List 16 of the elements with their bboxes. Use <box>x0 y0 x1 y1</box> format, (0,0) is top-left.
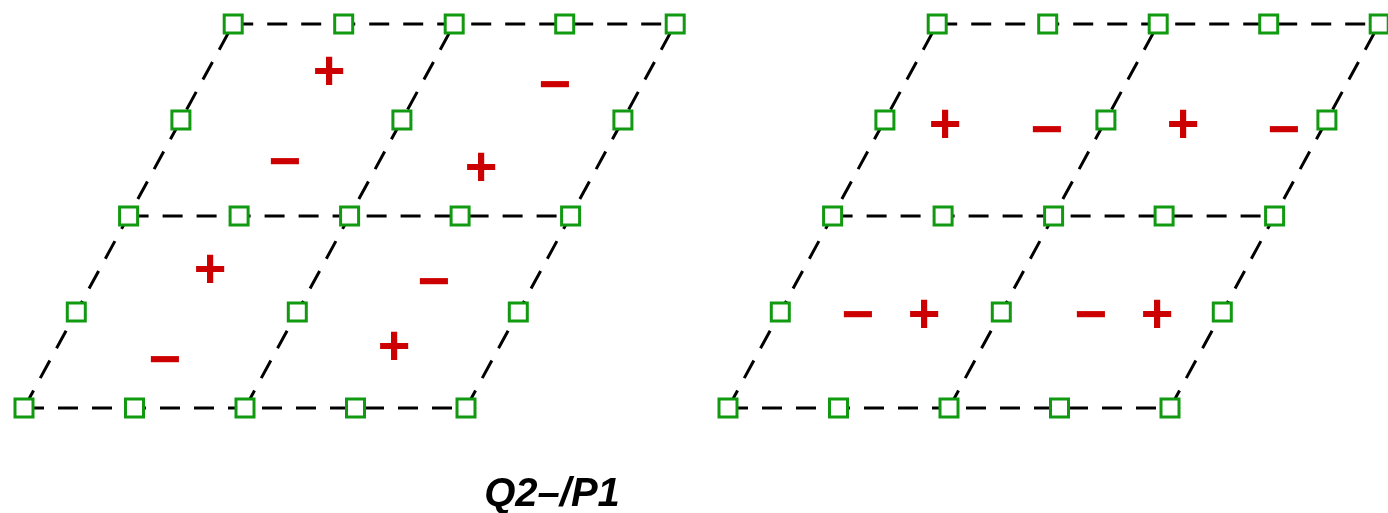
charge-sign: − <box>268 133 302 189</box>
charge-sign: + <box>1166 95 1200 151</box>
charge-sign: + <box>193 240 227 296</box>
charge-sign: − <box>417 253 451 309</box>
charge-sign: + <box>377 317 411 373</box>
charge-sign: + <box>464 138 498 194</box>
charge-sign: + <box>928 95 962 151</box>
charge-sign: + <box>312 42 346 98</box>
charge-sign: − <box>1074 286 1108 342</box>
charge-sign: − <box>148 331 182 387</box>
charge-sign: + <box>1140 285 1174 341</box>
charge-sign: + <box>907 285 941 341</box>
charge-sign: − <box>538 56 572 112</box>
charge-sign: − <box>1267 101 1301 157</box>
charge-sign: − <box>1030 101 1064 157</box>
charge-sign: − <box>841 286 875 342</box>
